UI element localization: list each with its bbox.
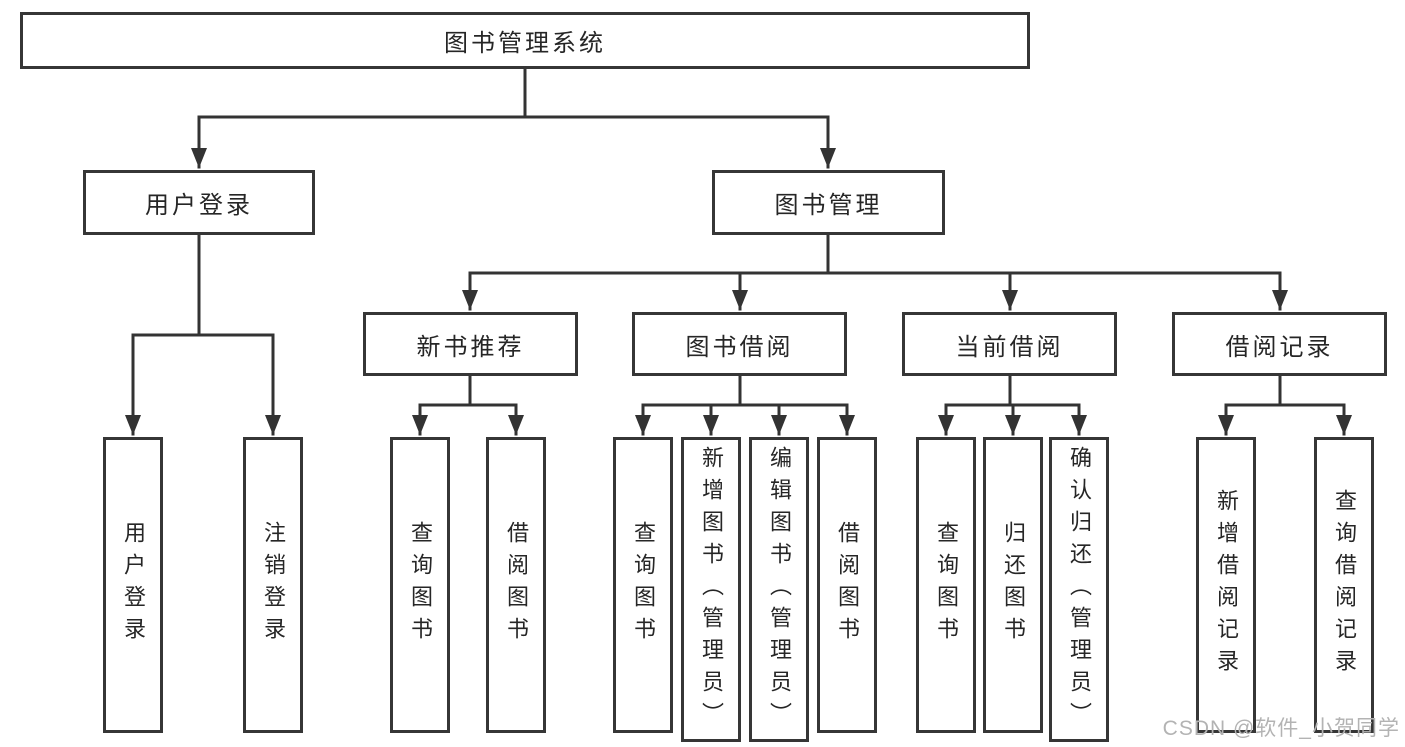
leaf-user-login-label: 用户登录 <box>121 521 146 649</box>
leaf-user-login: 用户登录 <box>103 437 163 733</box>
node-new-book-recommend: 新书推荐 <box>363 312 578 376</box>
node-current-borrow-label: 当前借阅 <box>955 333 1064 361</box>
leaf-logout: 注销登录 <box>243 437 303 733</box>
node-user-login: 用户登录 <box>83 170 315 235</box>
leaf-query-borrow-record: 查询借阅记录 <box>1314 437 1374 733</box>
leaf-query-borrow-record-label: 查询借阅记录 <box>1332 489 1357 681</box>
leaf-borrow-books-1: 借阅图书 <box>486 437 546 733</box>
leaf-query-books-1-label: 查询图书 <box>408 521 433 649</box>
leaf-query-books-3: 查询图书 <box>916 437 976 733</box>
node-borrow-records: 借阅记录 <box>1172 312 1387 376</box>
node-root-label: 图书管理系统 <box>444 30 606 57</box>
leaf-query-books-2: 查询图书 <box>613 437 673 733</box>
leaf-add-borrow-record-label: 新增借阅记录 <box>1214 489 1239 681</box>
leaf-add-books-admin: 新增图书（管理员） <box>681 437 741 742</box>
leaf-query-books-3-label: 查询图书 <box>934 521 959 649</box>
leaf-return-books: 归还图书 <box>983 437 1043 733</box>
node-root: 图书管理系统 <box>20 12 1030 69</box>
csdn-watermark: CSDN @软件_小贺同学 <box>1162 717 1400 740</box>
node-book-borrow-label: 图书借阅 <box>685 333 794 361</box>
node-book-borrow: 图书借阅 <box>632 312 847 376</box>
node-user-login-label: 用户登录 <box>145 192 253 219</box>
node-borrow-records-label: 借阅记录 <box>1225 333 1334 361</box>
leaf-add-borrow-record: 新增借阅记录 <box>1196 437 1256 733</box>
leaf-return-books-label: 归还图书 <box>1001 521 1026 649</box>
leaf-confirm-return-admin-label: 确认归还（管理员） <box>1067 445 1092 734</box>
node-current-borrow: 当前借阅 <box>902 312 1117 376</box>
leaf-borrow-books-2: 借阅图书 <box>817 437 877 733</box>
leaf-confirm-return-admin: 确认归还（管理员） <box>1049 437 1109 742</box>
leaf-edit-books-admin-label: 编辑图书（管理员） <box>767 445 792 734</box>
leaf-add-books-admin-label: 新增图书（管理员） <box>699 445 724 734</box>
node-book-management: 图书管理 <box>712 170 945 235</box>
leaf-logout-label: 注销登录 <box>261 521 286 649</box>
node-book-management-label: 图书管理 <box>774 192 883 219</box>
leaf-edit-books-admin: 编辑图书（管理员） <box>749 437 809 742</box>
leaf-borrow-books-2-label: 借阅图书 <box>835 521 860 649</box>
node-new-book-recommend-label: 新书推荐 <box>416 333 525 361</box>
leaf-borrow-books-1-label: 借阅图书 <box>504 521 529 649</box>
leaf-query-books-2-label: 查询图书 <box>631 521 656 649</box>
leaf-query-books-1: 查询图书 <box>390 437 450 733</box>
